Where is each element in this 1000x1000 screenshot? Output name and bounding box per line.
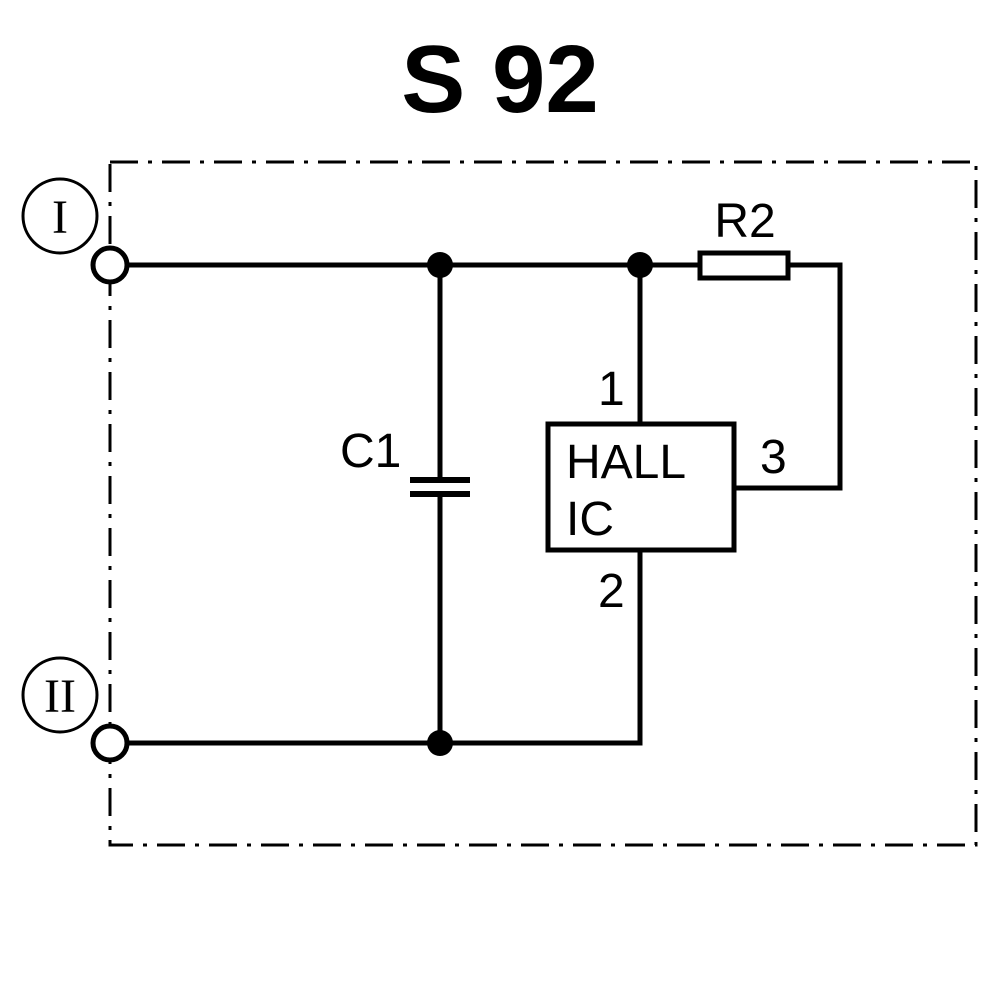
resistor-r2-symbol	[697, 250, 791, 281]
terminal-label-I: I	[21, 177, 99, 255]
pin1-label: 1	[598, 363, 625, 416]
hall-ic-box	[545, 421, 737, 553]
hall-ic-label-line2: IC	[566, 493, 614, 546]
junction-dot-c1-top	[427, 252, 453, 278]
pin2-label: 2	[598, 565, 625, 618]
capacitor-c1-label: C1	[340, 425, 401, 478]
resistor-r2-label: R2	[714, 195, 775, 248]
terminal-label-II-text: II	[44, 670, 76, 723]
enclosure-boundary	[108, 160, 978, 847]
terminal-connector-II	[90, 723, 130, 763]
capacitor-c1-symbol	[410, 477, 470, 497]
terminal-connector-I	[90, 245, 130, 285]
diagram-title: S 92	[401, 26, 598, 133]
terminal-label-II: II	[21, 656, 99, 734]
junction-dot-c1-bottom	[427, 730, 453, 756]
junction-dot-ic-top	[627, 252, 653, 278]
hall-ic-label-line1: HALL	[566, 436, 686, 489]
terminal-label-I-text: I	[52, 191, 68, 244]
pin3-label: 3	[760, 431, 787, 484]
